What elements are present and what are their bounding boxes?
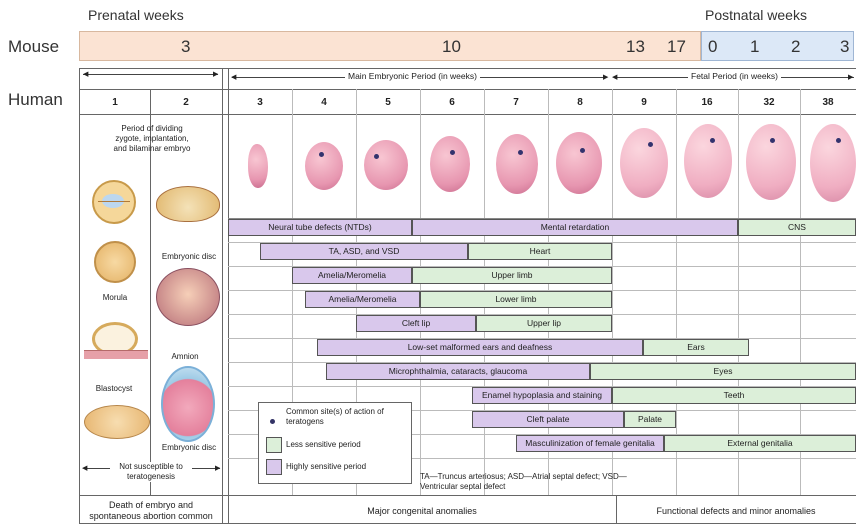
embryo-week-9 [620, 128, 668, 198]
embryo-week-38 [810, 124, 856, 202]
fetal-period-label: Fetal Period (in weeks) [688, 71, 781, 81]
embryo-week-6 [430, 136, 470, 192]
bar-ears-less: Ears [643, 339, 749, 356]
mouse-week-10: 10 [442, 37, 461, 57]
mouse-label: Mouse [8, 37, 59, 57]
bar-cleft-lip: Cleft lip [356, 315, 476, 332]
abbreviation-note: TA—Truncus arteriosus; ASD—Atrial septal… [420, 472, 640, 492]
embryo-week-16 [684, 124, 732, 198]
legend-dot-label: Common site(s) of action of teratogens [286, 407, 404, 427]
week-6: 6 [420, 92, 484, 114]
embryonic-disc-label-2: Embryonic disc [154, 443, 224, 452]
legend-less-swatch [266, 437, 282, 453]
bar-teeth-less: Teeth [612, 387, 856, 404]
week-1: 1 [80, 92, 150, 114]
bar-palate-less: Palate [624, 411, 676, 428]
major-anomalies-label: Major congenital anomalies [228, 506, 616, 516]
prenatal-weeks-label: Prenatal weeks [88, 7, 184, 23]
human-label: Human [8, 90, 63, 110]
bar-mental-retardation: Mental retardation [412, 219, 738, 236]
bar-heart-less: Heart [468, 243, 612, 260]
bar-lower-limb-highly: Amelia/Meromelia [305, 291, 420, 308]
bar-upper-limb-highly: Amelia/Meromelia [292, 267, 412, 284]
legend-less-label: Less sensitive period [286, 440, 361, 449]
mouse-prenatal-bar [79, 31, 701, 61]
bar-lower-limb-less: Lower limb [420, 291, 612, 308]
implantation-illustration [84, 405, 150, 439]
legend-highly-label: Highly sensitive period [286, 462, 366, 471]
legend-dot-icon [270, 411, 275, 429]
week-9: 9 [612, 92, 676, 114]
embryo-week-32 [746, 124, 796, 200]
bar-cns: CNS [738, 219, 856, 236]
bar-genitalia-less: External genitalia [664, 435, 856, 452]
morula-illustration [94, 241, 136, 283]
week-2: 2 [150, 92, 222, 114]
bar-eyes-less: Eyes [590, 363, 856, 380]
mouse-week-17: 17 [667, 37, 686, 57]
bar-heart-highly: TA, ASD, and VSD [260, 243, 468, 260]
death-caption: Death of embryo and spontaneous abortion… [84, 500, 218, 522]
embryo-week-5 [364, 140, 408, 190]
embryo-week-8 [556, 132, 602, 194]
early-period-caption: Period of dividing zygote, implantation,… [112, 124, 192, 154]
mouse-postnatal-1: 1 [750, 37, 759, 57]
week-3: 3 [228, 92, 292, 114]
bar-genitalia-highly: Masculinization of female genitalia [516, 435, 664, 452]
week-38: 38 [800, 92, 856, 114]
bar-teeth-highly: Enamel hypoplasia and staining [472, 387, 612, 404]
amnion-label: Amnion [160, 352, 210, 361]
week-7: 7 [484, 92, 548, 114]
bilaminar-disc-illustration-1 [156, 186, 220, 222]
early-arrow [83, 74, 218, 75]
bilaminar-disc-illustration-2 [156, 268, 220, 326]
embryo-week-7 [496, 134, 538, 194]
bar-ears-highly: Low-set malformed ears and deafness [317, 339, 643, 356]
week-16: 16 [676, 92, 738, 114]
mouse-postnatal-3: 3 [840, 37, 849, 57]
amnion-illustration [161, 366, 215, 442]
mouse-week-13: 13 [626, 37, 645, 57]
not-susceptible-label: Not susceptible to teratogenesis [110, 462, 192, 482]
postnatal-weeks-label: Postnatal weeks [705, 7, 807, 23]
mouse-postnatal-2: 2 [791, 37, 800, 57]
mouse-postnatal-bar [701, 31, 854, 61]
mouse-week-3: 3 [181, 37, 190, 57]
embryo-week-4 [305, 142, 343, 190]
week-4: 4 [292, 92, 356, 114]
legend-highly-swatch [266, 459, 282, 475]
bar-palate-highly: Cleft palate [472, 411, 624, 428]
week-8: 8 [548, 92, 612, 114]
blastocyst-label: Blastocyst [88, 384, 140, 393]
bar-neural-tube-defects: Neural tube defects (NTDs) [228, 219, 412, 236]
morula-label: Morula [92, 293, 138, 302]
week-32: 32 [738, 92, 800, 114]
week-5: 5 [356, 92, 420, 114]
embryo-week-3 [248, 144, 268, 188]
functional-defects-label: Functional defects and minor anomalies [616, 506, 856, 516]
bar-upper-limb-less: Upper limb [412, 267, 612, 284]
main-embryonic-period-label: Main Embryonic Period (in weeks) [345, 71, 480, 81]
mouse-postnatal-0: 0 [708, 37, 717, 57]
bar-eyes-highly: Microphthalmia, cataracts, glaucoma [326, 363, 590, 380]
zygote-illustration [92, 180, 136, 224]
bar-upper-lip: Upper lip [476, 315, 612, 332]
embryonic-disc-label-1: Embryonic disc [154, 252, 224, 261]
